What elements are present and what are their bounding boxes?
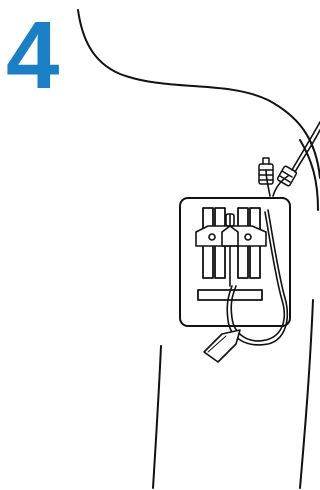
dressing-tab-arrow-icon: [203, 329, 241, 363]
iv-tubing-upper: [265, 121, 320, 197]
step-number: 4: [6, 2, 60, 109]
arm-outline-left: [152, 345, 162, 489]
iv-tubing-loop: [226, 209, 289, 346]
arm-outline-top: [77, 9, 320, 179]
arm-outline-right: [299, 299, 314, 489]
luer-connector-icon: [258, 157, 274, 185]
clamp-connector-icon: [276, 165, 298, 187]
catheter-hub-icon: [195, 213, 267, 247]
arm-outline-right-upper: [299, 139, 319, 211]
